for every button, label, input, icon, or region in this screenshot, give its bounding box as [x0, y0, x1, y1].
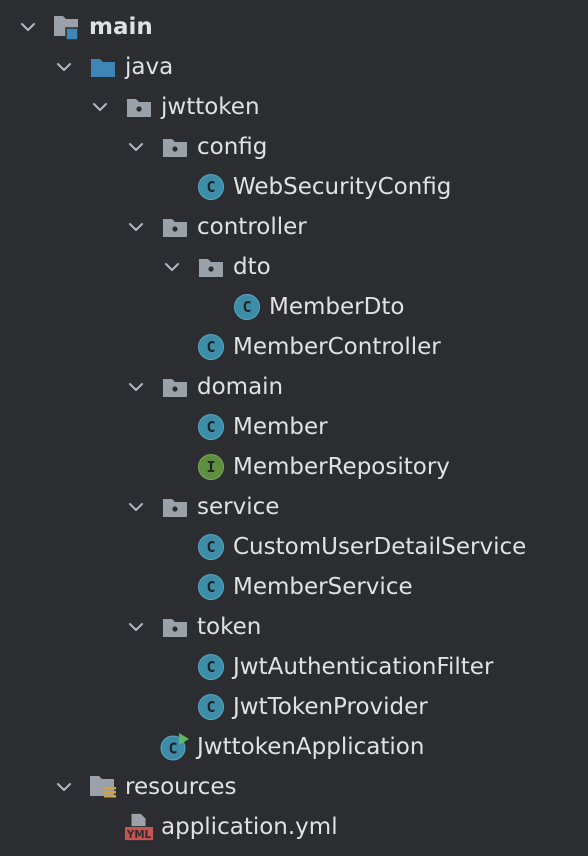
package-icon	[160, 132, 190, 162]
tree-item-label: MemberRepository	[233, 454, 450, 480]
resources-folder-icon	[88, 772, 118, 802]
tree-row-jwttokenapplication[interactable]: C JwttokenApplication	[0, 727, 588, 767]
svg-text:YML: YML	[126, 829, 152, 841]
tree-item-label: JwtAuthenticationFilter	[233, 654, 494, 680]
java-class-icon: C	[196, 652, 226, 682]
tree-item-label: application.yml	[161, 814, 338, 840]
tree-row-memberdto[interactable]: C MemberDto	[0, 287, 588, 327]
tree-row-jwttokenprovider[interactable]: C JwtTokenProvider	[0, 687, 588, 727]
chevron-down-icon[interactable]	[124, 135, 148, 159]
tree-item-label: main	[89, 14, 153, 40]
package-icon	[160, 212, 190, 242]
tree-item-label: domain	[197, 374, 284, 400]
tree-row-service[interactable]: service	[0, 487, 588, 527]
chevron-down-icon[interactable]	[160, 255, 184, 279]
tree-item-label: JwttokenApplication	[197, 734, 425, 760]
java-class-icon: C	[196, 172, 226, 202]
tree-row-memberservice[interactable]: C MemberService	[0, 567, 588, 607]
tree-item-label: controller	[197, 214, 307, 240]
chevron-down-icon[interactable]	[52, 55, 76, 79]
blue-source-folder-icon	[88, 52, 118, 82]
java-class-icon: C	[196, 412, 226, 442]
java-class-icon: C	[196, 532, 226, 562]
chevron-down-icon[interactable]	[124, 375, 148, 399]
tree-item-label: service	[197, 494, 280, 520]
chevron-down-icon[interactable]	[16, 15, 40, 39]
tree-item-label: dto	[233, 254, 271, 280]
tree-row-controller[interactable]: controller	[0, 207, 588, 247]
tree-row-customuserdetailservice[interactable]: C CustomUserDetailService	[0, 527, 588, 567]
package-icon	[196, 252, 226, 282]
java-class-icon: C	[232, 292, 262, 322]
chevron-down-icon[interactable]	[124, 495, 148, 519]
tree-item-label: MemberService	[233, 574, 413, 600]
spring-boot-application-class-icon: C	[160, 732, 190, 762]
tree-item-label: config	[197, 134, 268, 160]
chevron-down-icon[interactable]	[88, 95, 112, 119]
package-icon	[124, 92, 154, 122]
chevron-down-icon[interactable]	[124, 615, 148, 639]
tree-row-config[interactable]: config	[0, 127, 588, 167]
package-icon	[160, 492, 190, 522]
tree-item-label: MemberDto	[269, 294, 405, 320]
tree-item-label: java	[125, 54, 174, 80]
java-class-icon: C	[196, 332, 226, 362]
source-module-folder-icon	[52, 12, 82, 42]
tree-item-label: WebSecurityConfig	[233, 174, 452, 200]
chevron-down-icon[interactable]	[52, 775, 76, 799]
tree-row-java[interactable]: java	[0, 47, 588, 87]
tree-row-jwtauthenticationfilter[interactable]: C JwtAuthenticationFilter	[0, 647, 588, 687]
tree-item-label: jwttoken	[161, 94, 260, 120]
java-interface-icon: I	[196, 452, 226, 482]
package-icon	[160, 612, 190, 642]
chevron-down-icon[interactable]	[124, 215, 148, 239]
tree-row-token[interactable]: token	[0, 607, 588, 647]
tree-row-membercontroller[interactable]: C MemberController	[0, 327, 588, 367]
tree-row-member[interactable]: C Member	[0, 407, 588, 447]
tree-row-domain[interactable]: domain	[0, 367, 588, 407]
tree-item-label: CustomUserDetailService	[233, 534, 527, 560]
svg-text:C: C	[168, 740, 177, 758]
tree-row-application-yml[interactable]: YML application.yml	[0, 807, 588, 847]
tree-item-label: token	[197, 614, 262, 640]
tree-row-jwttoken[interactable]: jwttoken	[0, 87, 588, 127]
tree-item-label: resources	[125, 774, 237, 800]
yml-file-icon: YML	[124, 812, 154, 842]
tree-item-label: Member	[233, 414, 328, 440]
tree-item-label: JwtTokenProvider	[233, 694, 428, 720]
java-class-icon: C	[196, 692, 226, 722]
tree-row-main[interactable]: main	[0, 7, 588, 47]
tree-row-resources[interactable]: resources	[0, 767, 588, 807]
tree-item-label: MemberController	[233, 334, 441, 360]
tree-row-websecurityconfig[interactable]: C WebSecurityConfig	[0, 167, 588, 207]
tree-row-memberrepository[interactable]: I MemberRepository	[0, 447, 588, 487]
java-class-icon: C	[196, 572, 226, 602]
tree-row-dto[interactable]: dto	[0, 247, 588, 287]
package-icon	[160, 372, 190, 402]
